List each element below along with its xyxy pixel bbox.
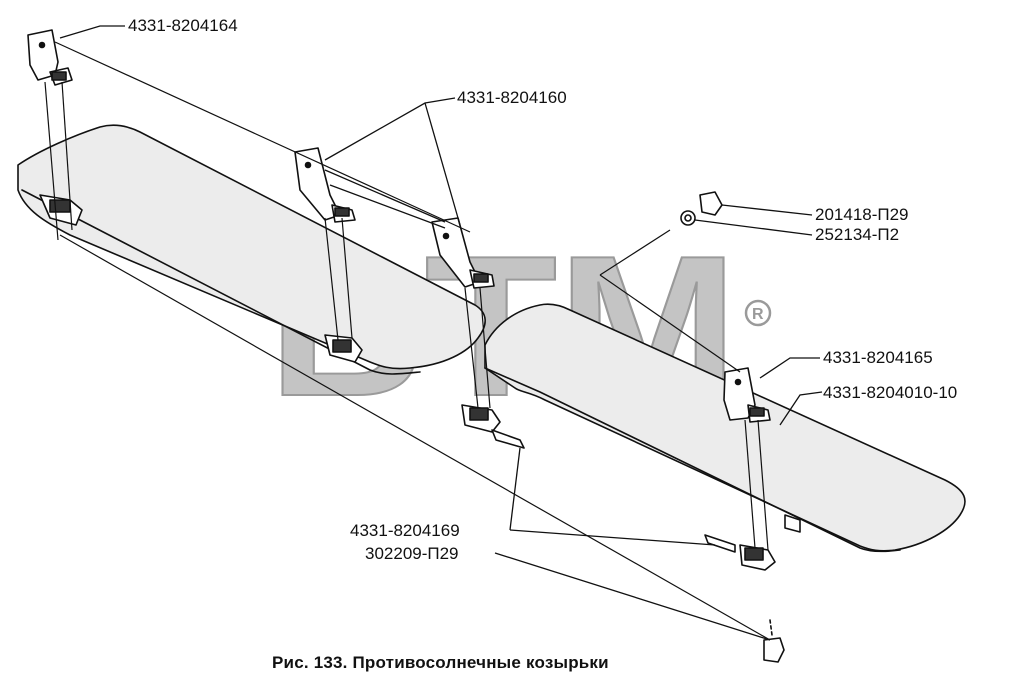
bracket-middle-1 <box>294 147 356 223</box>
screw-302209 <box>763 619 785 663</box>
label-302209: 302209-П29 <box>365 544 459 563</box>
watermark-registered-mark: R <box>752 306 764 323</box>
left-visor-panel <box>17 124 486 370</box>
leader-lines <box>59 25 823 641</box>
label-4331-8204160: 4331-8204160 <box>457 88 567 107</box>
label-4331-8204165: 4331-8204165 <box>823 348 933 367</box>
figure-caption: Рис. 133. Противосолнечные козырьки <box>272 653 609 672</box>
label-4331-8204164: 4331-8204164 <box>128 16 238 35</box>
label-4331-8204169: 4331-8204169 <box>350 521 460 540</box>
screw-201418 <box>680 191 723 226</box>
hinge-left-visor-middle <box>324 334 363 363</box>
watermark-registered-circle <box>744 299 772 327</box>
bracket-middle-2 <box>431 217 495 289</box>
hinge-right-lower <box>704 534 776 571</box>
left-visor-edge <box>21 189 421 375</box>
assembly-lines <box>44 41 771 641</box>
right-visor-edge <box>484 367 901 553</box>
label-4331-8204010-10: 4331-8204010-10 <box>823 383 958 402</box>
bracket-right-top <box>723 367 771 423</box>
label-201418: 201418-П29 <box>815 205 909 224</box>
right-visor-panel <box>484 303 966 552</box>
hinge-right-visor-left <box>461 404 525 449</box>
bracket-left-top <box>27 29 73 86</box>
right-visor-rod <box>784 514 801 533</box>
label-252134: 252134-П2 <box>815 225 900 244</box>
